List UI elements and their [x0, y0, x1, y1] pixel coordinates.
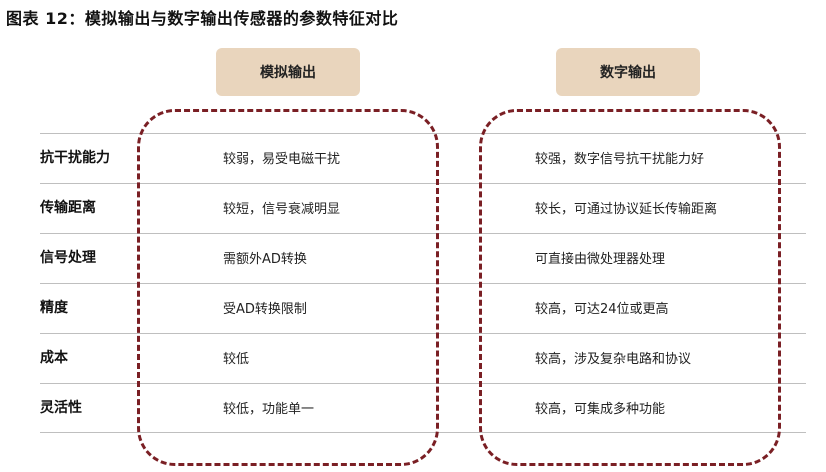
table-row-transmission-distance: 传输距离 较短，信号衰减明显 较长，可通过协议延长传输距离	[40, 183, 806, 233]
row-separator	[40, 283, 806, 284]
row-separator	[40, 183, 806, 184]
digital-cell: 可直接由微处理器处理	[535, 252, 666, 267]
row-label: 信号处理	[40, 250, 96, 266]
digital-cell: 较高，涉及复杂电路和协议	[535, 352, 692, 367]
table-row-precision: 精度 受AD转换限制 较高，可达24位或更高	[40, 283, 806, 333]
digital-cell: 较高，可达24位或更高	[535, 302, 669, 317]
row-separator	[40, 333, 806, 334]
column-header-digital: 数字输出	[556, 48, 700, 96]
table-row-anti-interference: 抗干扰能力 较弱，易受电磁干扰 较强，数字信号抗干扰能力好	[40, 133, 806, 183]
analog-cell: 较短，信号衰减明显	[223, 202, 341, 217]
table-row-signal-processing: 信号处理 需额外AD转换 可直接由微处理器处理	[40, 233, 806, 283]
table-row-flexibility: 灵活性 较低，功能单一 较高，可集成多种功能	[40, 383, 806, 433]
digital-cell: 较长，可通过协议延长传输距离	[535, 202, 718, 217]
row-label: 灵活性	[40, 400, 82, 416]
figure-title: 图表 12：模拟输出与数字输出传感器的参数特征对比	[6, 9, 399, 28]
analog-cell: 需额外AD转换	[223, 252, 307, 267]
row-label: 抗干扰能力	[40, 150, 110, 166]
row-label: 传输距离	[40, 200, 96, 216]
digital-cell: 较强，数字信号抗干扰能力好	[535, 152, 705, 167]
row-label: 成本	[40, 350, 68, 366]
table-row-cost: 成本 较低 较高，涉及复杂电路和协议	[40, 333, 806, 383]
analog-cell: 较低	[223, 352, 250, 367]
row-separator	[40, 233, 806, 234]
comparison-table: 抗干扰能力 较弱，易受电磁干扰 较强，数字信号抗干扰能力好 传输距离 较短，信号…	[40, 133, 806, 433]
row-separator	[40, 133, 806, 134]
row-separator	[40, 383, 806, 384]
digital-cell: 较高，可集成多种功能	[535, 402, 666, 417]
column-header-analog: 模拟输出	[216, 48, 360, 96]
analog-cell: 受AD转换限制	[223, 302, 307, 317]
row-separator	[40, 432, 806, 433]
row-label: 精度	[40, 300, 68, 316]
analog-cell: 较弱，易受电磁干扰	[223, 152, 341, 167]
analog-cell: 较低，功能单一	[223, 402, 315, 417]
